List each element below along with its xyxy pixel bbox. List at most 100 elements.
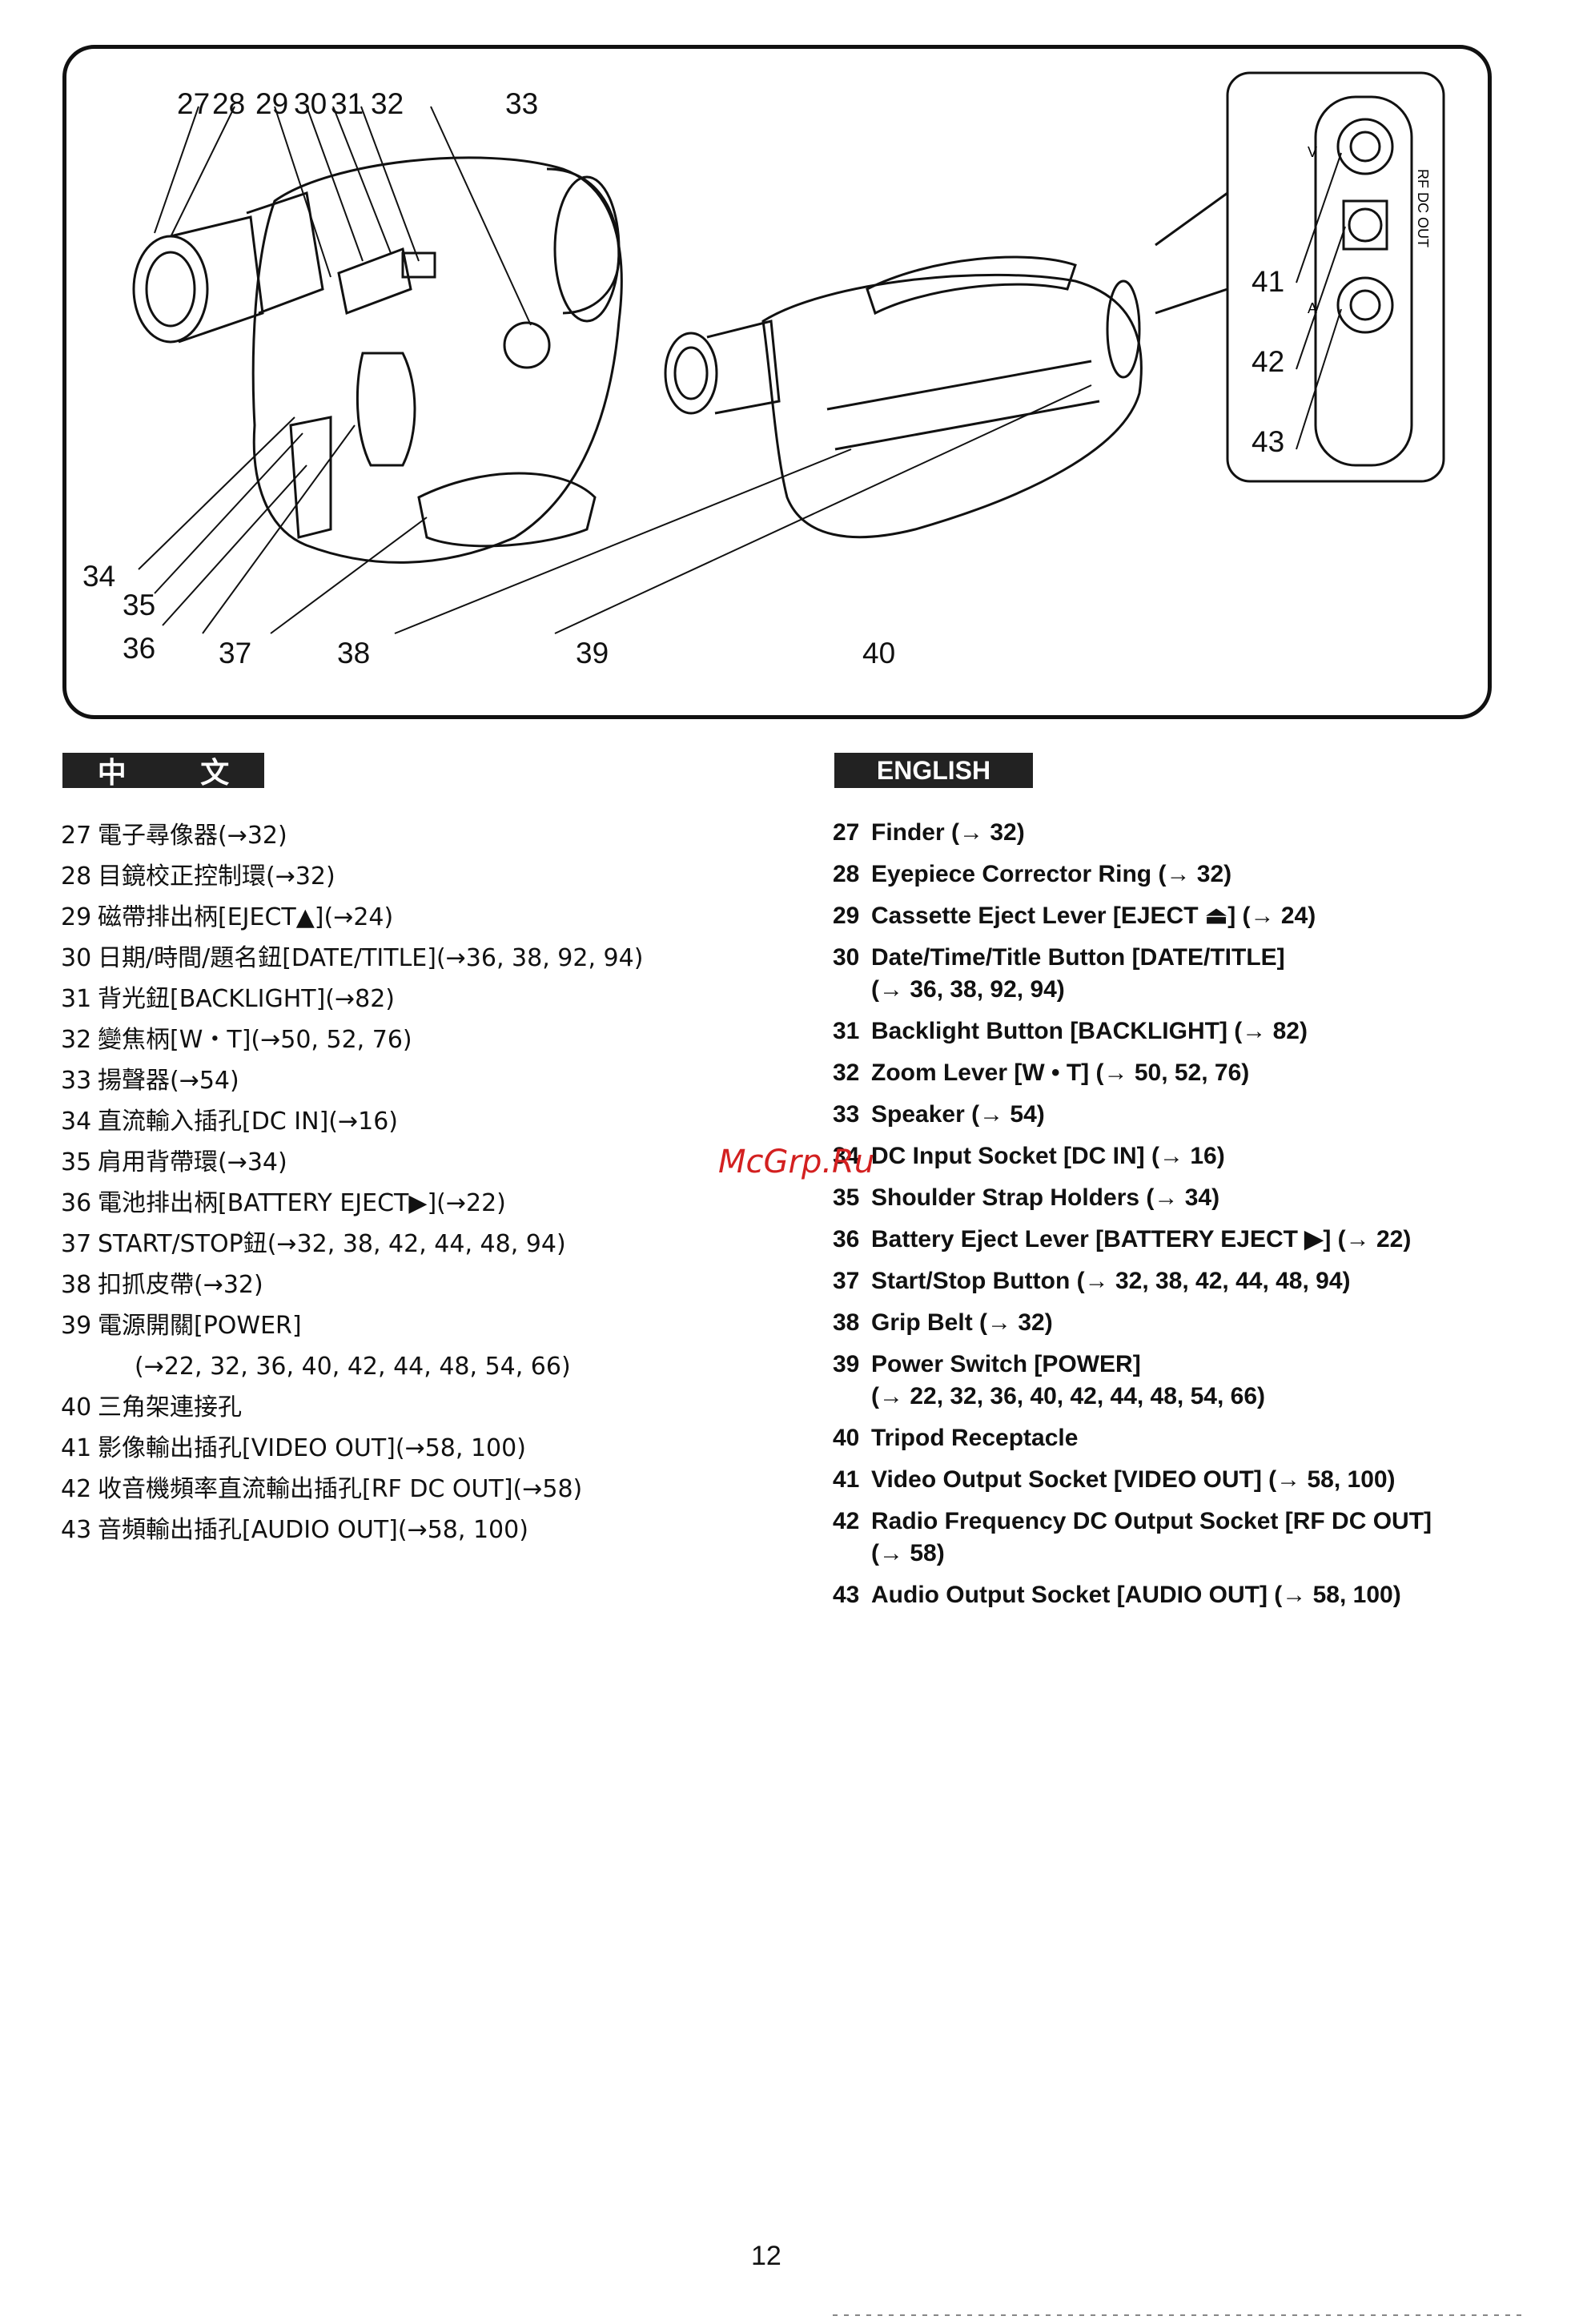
item-number: 28 [61,862,92,891]
item-text: Power Switch [POWER] (→ 22, 32, 36, 40, … [871,1351,1265,1409]
item-number: 36 [833,1226,860,1252]
item-text: 直流輸入插孔[DC IN](→16) [98,1108,398,1136]
item-number: 33 [833,1101,860,1128]
item-text: Grip Belt (→ 32) [871,1309,1053,1336]
item-text: Date/Time/Title Button [DATE/TITLE] (→ 3… [871,944,1285,1003]
item-number: 41 [833,1466,860,1493]
item-number: 37 [61,1230,92,1258]
english-list-item: 41 Video Output Socket [VIDEO OUT] (→ 58,… [833,1464,1553,1496]
callout-38: 38 [337,637,371,669]
callout-34: 34 [82,560,116,593]
item-number: 38 [833,1309,860,1336]
callout-29: 29 [255,87,289,120]
item-text: 音頻輸出插孔[AUDIO OUT](→58, 100) [98,1516,528,1544]
callout-37: 37 [219,637,252,669]
item-number: 30 [833,944,860,971]
english-section-header: ENGLISH [834,753,1033,788]
item-text: 電源開關[POWER] [98,1312,302,1340]
item-text: 背光鈕[BACKLIGHT](→82) [98,985,396,1013]
item-number: 33 [61,1067,92,1095]
right-finder-eyecup [664,332,718,415]
watermark: McGrp.Ru [718,1144,875,1180]
callout-33: 33 [505,87,539,120]
item-number: 43 [833,1582,860,1608]
socket-label-v: V [1308,144,1317,160]
english-list-item: 36 Battery Eject Lever [BATTERY EJECT ▶] … [833,1224,1553,1256]
callout-35: 35 [123,589,156,621]
item-number: 27 [833,819,860,846]
item-text: 三角架連接孔 [98,1393,242,1421]
item-text: 磁帶排出柄[EJECT▲](→24) [98,903,394,931]
item-text: START/STOP鈕(→32, 38, 42, 44, 48, 94) [98,1230,566,1258]
item-text: Audio Output Socket [AUDIO OUT] (→ 58, 1… [871,1582,1401,1608]
item-text: 電池排出柄[BATTERY EJECT▶](→22) [98,1189,506,1217]
item-text: Zoom Lever [W • T] (→ 50, 52, 76) [871,1059,1250,1086]
handle-strap [866,255,1077,316]
item-number: 27 [61,822,92,850]
item-text: 目鏡校正控制環(→32) [98,862,335,891]
left-camcorder-body [251,156,623,564]
item-number: 31 [61,985,92,1013]
audio-out-socket-icon [1336,276,1394,334]
callout-36: 36 [123,632,156,665]
item-text: 肩用背帶環(→34) [98,1148,287,1176]
item-text: Speaker (→ 54) [871,1101,1045,1128]
socket-panel [1226,71,1445,483]
item-text: Backlight Button [BACKLIGHT] (→ 82) [871,1018,1308,1044]
item-text: 電子尋像器(→32) [98,822,287,850]
item-number: 42 [833,1508,860,1534]
item-number: 39 [61,1312,92,1340]
item-text: DC Input Socket [DC IN] (→ 16) [871,1143,1225,1169]
rf-dc-out-socket-icon [1348,207,1383,243]
item-text: 日期/時間/題名鈕[DATE/TITLE](→36, 38, 92, 94) [98,944,644,972]
callout-27: 27 [177,87,211,120]
camcorder-diagram: V A RF DC OUT 27 28 29 30 31 32 33 34 35… [62,45,1492,719]
item-number: 41 [61,1434,92,1462]
callout-28: 28 [212,87,246,120]
callout-30: 30 [294,87,327,120]
item-number: 28 [833,861,860,887]
english-list-item: 33 Speaker (→ 54) [833,1099,1553,1131]
item-text: 收音機頻率直流輸出插孔[RF DC OUT](→58) [98,1475,583,1503]
item-number: 30 [61,944,92,972]
item-text: Start/Stop Button (→ 32, 38, 42, 44, 48,… [871,1268,1351,1294]
item-text: Video Output Socket [VIDEO OUT] (→ 58, 1… [871,1466,1396,1493]
item-text: Tripod Receptacle [871,1425,1079,1451]
camcorder-illustration: V A RF DC OUT [132,71,1445,634]
item-text: 扣抓皮帶(→32) [98,1271,263,1299]
right-camcorder-body [761,273,1143,539]
item-text: Battery Eject Lever [BATTERY EJECT ▶] (→… [871,1226,1412,1252]
callout-41: 41 [1252,265,1285,298]
item-number: 29 [833,903,860,929]
item-text: Cassette Eject Lever [EJECT ⏏] (→ 24) [871,903,1316,929]
socket-label-rf-dc-out: RF DC OUT [1415,169,1431,247]
item-text: (→22, 32, 36, 40, 42, 44, 48, 54, 66) [135,1353,571,1381]
item-number: 38 [61,1271,92,1299]
item-number: 39 [833,1351,860,1377]
bottom-rule [833,2314,1521,2316]
item-text: 變焦柄[W・T](→50, 52, 76) [98,1026,412,1054]
